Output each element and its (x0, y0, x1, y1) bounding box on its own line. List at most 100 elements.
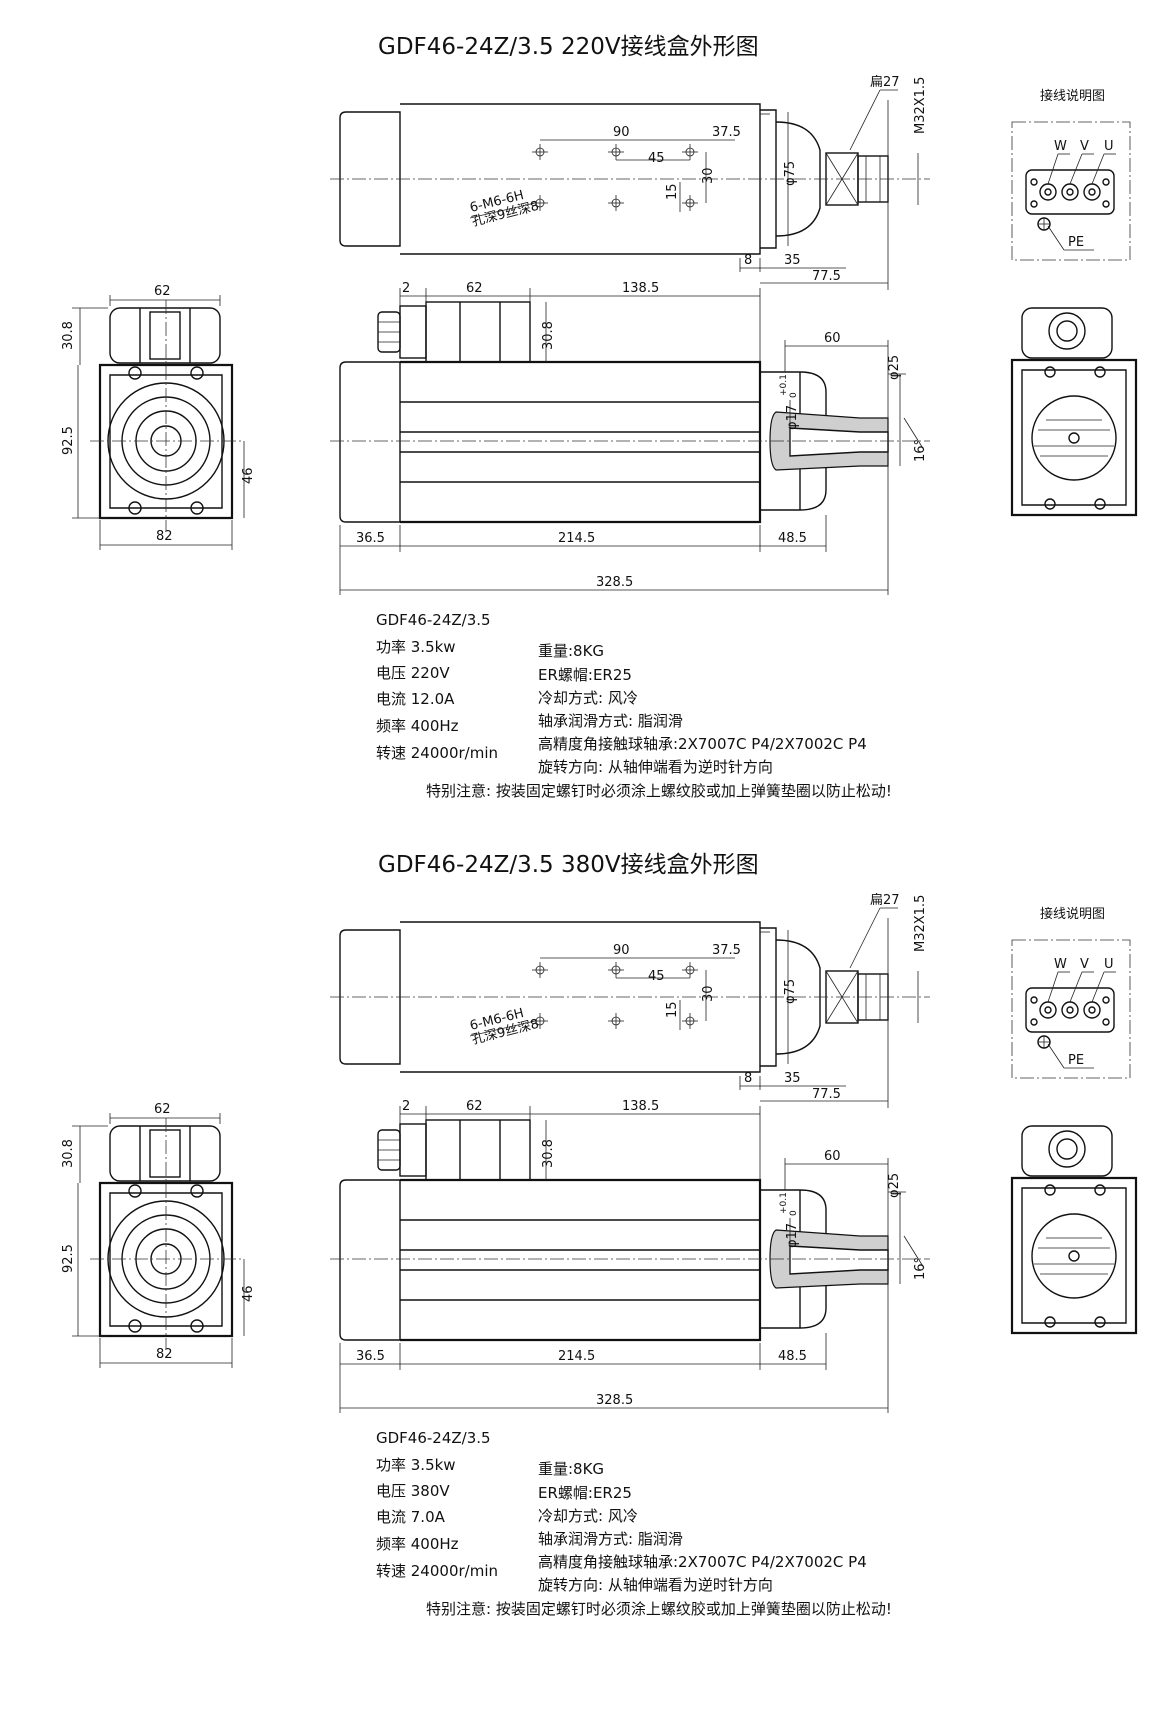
dim-8: 8 (744, 1071, 752, 1086)
wiring-pe: PE (1068, 1053, 1084, 1068)
dim-45: 45 (648, 969, 665, 984)
dim-60: 60 (824, 331, 841, 346)
front-view: 62 30.8 92.5 46 82 (61, 1102, 256, 1368)
dim-90: 90 (613, 943, 630, 958)
wiring-w: W (1054, 957, 1067, 972)
spec-frequency: 频率 400Hz (376, 717, 459, 735)
dim-thread: M32X1.5 (913, 77, 928, 134)
spec-frequency: 频率 400Hz (376, 1535, 459, 1553)
spec-speed: 转速 24000r/min (376, 744, 498, 762)
spec-note: 特别注意: 按装固定螺钉时必须涂上螺纹胶或加上弹簧垫圈以防止松动! (426, 782, 892, 800)
dim-25: φ25 (887, 1173, 902, 1198)
spec-power: 功率 3.5kw (376, 1456, 456, 1474)
wiring-u: U (1104, 139, 1114, 154)
dim-214-5: 214.5 (558, 1349, 595, 1364)
dim-30-8: 30.8 (541, 1139, 556, 1168)
wiring-title: 接线说明图 (1040, 88, 1105, 104)
wiring-diagram: 接线说明图 W V (1011, 906, 1131, 1079)
sheet-380v: GDF46-24Z/3.5 380V接线盒外形图 (61, 852, 1138, 1618)
dim-17-tol0: 0 (789, 392, 799, 398)
spec-block: GDF46-24Z/3.5 功率 3.5kw 电压 380V 电流 7.0A 频… (376, 1429, 892, 1618)
dim-77-5: 77.5 (812, 269, 841, 284)
dim-nut: 扁27 (870, 75, 900, 90)
spec-voltage: 电压 380V (376, 1482, 450, 1500)
dim-62: 62 (466, 1099, 483, 1114)
dim-bore: φ75 (783, 979, 798, 1004)
wiring-pe: PE (1068, 235, 1084, 250)
dim-thread: M32X1.5 (913, 895, 928, 952)
spec-er-nut: ER螺帽:ER25 (538, 1484, 632, 1502)
spec-speed: 转速 24000r/min (376, 1562, 498, 1580)
spec-model: GDF46-24Z/3.5 (376, 1429, 491, 1447)
dim-138-5: 138.5 (622, 281, 659, 296)
spec-model: GDF46-24Z/3.5 (376, 611, 491, 629)
side-view-top: 90 37.5 45 30 15 φ75 6-M6-6H 孔深9丝深8 扁27 … (330, 75, 930, 290)
dim-36-5: 36.5 (356, 1349, 385, 1364)
dim-nut: 扁27 (870, 893, 900, 908)
spec-voltage: 电压 220V (376, 664, 450, 682)
dim-48-5: 48.5 (778, 1349, 807, 1364)
spec-block: GDF46-24Z/3.5 功率 3.5kw 电压 220V 电流 12.0A … (376, 611, 892, 800)
dim-25: φ25 (887, 355, 902, 380)
dim-17: φ17 (785, 1223, 800, 1248)
dim-30: 30 (701, 985, 716, 1002)
spec-rotation: 旋转方向: 从轴伸端看为逆时针方向 (538, 1576, 773, 1594)
dim-front-82: 82 (156, 1347, 173, 1362)
dim-60: 60 (824, 1149, 841, 1164)
dim-angle: 16° (913, 439, 928, 462)
dim-angle: 16° (913, 1257, 928, 1280)
side-view-top: 90 37.5 45 30 15 φ75 6-M6-6H 孔深9丝深8 扁27 … (330, 893, 930, 1108)
dim-30: 30 (701, 167, 716, 184)
dim-front-92-5: 92.5 (61, 1244, 76, 1273)
dim-2: 2 (402, 281, 410, 296)
rear-view (1010, 1125, 1138, 1335)
spec-lubrication: 轴承润滑方式: 脂润滑 (538, 1530, 683, 1548)
wiring-v: V (1080, 957, 1089, 972)
rear-view (1010, 307, 1138, 517)
dim-bore: φ75 (783, 161, 798, 186)
dim-36-5: 36.5 (356, 531, 385, 546)
dim-front-82: 82 (156, 529, 173, 544)
spec-lubrication: 轴承润滑方式: 脂润滑 (538, 712, 683, 730)
dim-17-tol: +0.1 (779, 374, 789, 396)
dim-front-30-8: 30.8 (61, 321, 76, 350)
dim-2: 2 (402, 1099, 410, 1114)
spec-note: 特别注意: 按装固定螺钉时必须涂上螺纹胶或加上弹簧垫圈以防止松动! (426, 1600, 892, 1618)
dim-8: 8 (744, 253, 752, 268)
wiring-title: 接线说明图 (1040, 906, 1105, 922)
spec-power: 功率 3.5kw (376, 638, 456, 656)
spec-rotation: 旋转方向: 从轴伸端看为逆时针方向 (538, 758, 773, 776)
side-view-main: 2 62 138.5 30.8 60 φ25 φ17 +0.1 0 16° 36… (330, 1099, 930, 1413)
spec-cooling: 冷却方式: 风冷 (538, 1507, 638, 1525)
spec-bearings: 高精度角接触球轴承:2X7007C P4/2X7002C P4 (538, 735, 867, 753)
spec-er-nut: ER螺帽:ER25 (538, 666, 632, 684)
dim-328-5: 328.5 (596, 575, 633, 590)
dim-front-30-8: 30.8 (61, 1139, 76, 1168)
spec-current: 电流 12.0A (376, 690, 455, 708)
sheet-title: GDF46-24Z/3.5 380V接线盒外形图 (378, 852, 759, 878)
dim-48-5: 48.5 (778, 531, 807, 546)
side-view-main: 2 62 138.5 30.8 60 φ25 φ17 +0.1 0 16° 36… (330, 281, 930, 595)
dim-front-62: 62 (154, 1102, 171, 1117)
dim-77-5: 77.5 (812, 1087, 841, 1102)
spec-weight: 重量:8KG (538, 1460, 604, 1478)
dim-62: 62 (466, 281, 483, 296)
spec-cooling: 冷却方式: 风冷 (538, 689, 638, 707)
dim-front-92-5: 92.5 (61, 426, 76, 455)
sheet-220v: GDF46-24Z/3.5 220V接线盒外形图 (61, 34, 1138, 800)
dim-17-tol: +0.1 (779, 1192, 789, 1214)
dim-138-5: 138.5 (622, 1099, 659, 1114)
dim-17: φ17 (785, 405, 800, 430)
dim-30-8: 30.8 (541, 321, 556, 350)
wiring-diagram: 接线说明图 W V (1011, 88, 1131, 261)
dim-328-5: 328.5 (596, 1393, 633, 1408)
dim-214-5: 214.5 (558, 531, 595, 546)
spec-bearings: 高精度角接触球轴承:2X7007C P4/2X7002C P4 (538, 1553, 867, 1571)
wiring-w: W (1054, 139, 1067, 154)
spec-current: 电流 7.0A (376, 1508, 446, 1526)
dim-37-5: 37.5 (712, 943, 741, 958)
dim-front-46: 46 (241, 1285, 256, 1302)
sheet-title: GDF46-24Z/3.5 220V接线盒外形图 (378, 34, 759, 60)
wiring-v: V (1080, 139, 1089, 154)
